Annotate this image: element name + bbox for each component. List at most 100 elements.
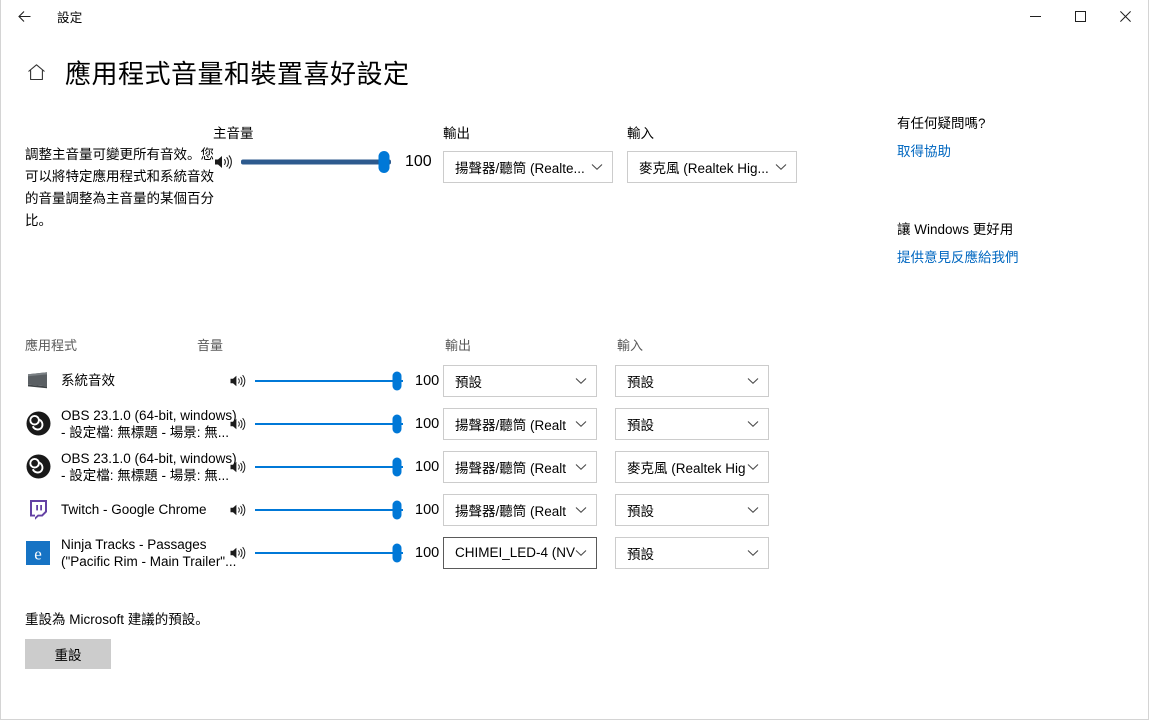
minimize-button[interactable] [1013,0,1058,32]
app-input-dropdown[interactable]: 預設 [615,364,769,397]
app-volume-control: 100 [229,457,443,477]
app-volume-slider[interactable] [255,543,403,563]
app-output-group: 揚聲器/聽筒 (Realt [443,407,597,440]
app-input-dropdown[interactable]: 麥克風 (Realtek Hig [615,450,769,483]
master-output-dropdown[interactable]: 揚聲器/聽筒 (Realte... [443,151,613,183]
slider-thumb[interactable] [392,371,402,390]
close-icon [1120,10,1131,22]
system-sounds-icon [25,368,51,394]
chevron-down-icon [775,163,787,171]
app-name-line1: 系統音效 [61,373,115,388]
app-volume-control: 100 [229,543,443,563]
titlebar: 設定 [1,0,1148,33]
home-icon[interactable] [23,59,49,85]
app-name: OBS 23.1.0 (64-bit, windows)- 設定檔: 無標題 -… [61,407,237,441]
master-input-group: 輸入 麥克風 (Realtek Hig... [627,122,797,183]
app-title: 設定 [57,11,83,25]
help-question-heading: 有任何疑問嗎? [897,116,986,131]
app-output-dropdown[interactable]: 預設 [443,364,597,397]
master-input-value: 麥克風 (Realtek Hig... [639,161,769,176]
app-volume-control: 100 [229,500,443,520]
app-row: e Ninja Tracks - Passages("Pacific Rim - … [1,531,801,574]
minimize-icon [1030,11,1041,22]
slider-track [255,422,403,425]
back-arrow-icon [16,8,33,25]
column-header-output: 輸出 [445,338,472,353]
app-output-group: 揚聲器/聽筒 (Realt [443,493,597,526]
master-output-group: 輸出 揚聲器/聽筒 (Realte... [443,122,613,183]
master-input-dropdown[interactable]: 麥克風 (Realtek Hig... [627,151,797,183]
app-name-line1: OBS 23.1.0 (64-bit, windows) [61,407,237,423]
app-identity: e Ninja Tracks - Passages("Pacific Rim - … [25,536,236,570]
master-volume-label: 主音量 [213,126,254,141]
chevron-down-icon [747,377,759,385]
app-output-dropdown[interactable]: 揚聲器/聽筒 (Realt [443,450,597,483]
chevron-down-icon [747,420,759,428]
back-button[interactable] [1,1,47,33]
chevron-down-icon [591,163,603,171]
close-button[interactable] [1103,0,1148,32]
app-name: Twitch - Google Chrome [61,501,207,518]
slider-thumb[interactable] [392,543,402,562]
app-input-group: 預設 [615,364,769,397]
app-output-value: 揚聲器/聽筒 (Realt [455,417,567,433]
app-input-value: 預設 [627,374,654,390]
app-output-dropdown[interactable]: 揚聲器/聽筒 (Realt [443,493,597,526]
master-input-label: 輸入 [627,126,654,141]
master-output-value: 揚聲器/聽筒 (Realte... [455,161,585,176]
slider-thumb[interactable] [392,414,402,433]
app-name-line2: ("Pacific Rim - Main Trailer"... [61,553,237,569]
speaker-icon [229,373,247,389]
app-name-line1: Twitch - Google Chrome [61,502,207,517]
app-name-line1: Ninja Tracks - Passages [61,536,207,552]
slider-thumb[interactable] [378,151,390,173]
chevron-down-icon [575,463,587,471]
app-volume-control: 100 [229,414,443,434]
edge-icon: e [25,540,51,566]
app-input-dropdown[interactable]: 預設 [615,407,769,440]
improve-windows-heading: 讓 Windows 更好用 [897,222,1014,237]
reset-section: 重設為 Microsoft 建議的預設。 重設 [25,608,209,669]
app-name-line2: - 設定檔: 無標題 - 場景: 無... [61,424,229,440]
app-output-group: CHIMEI_LED-4 (NV [443,536,597,569]
slider-thumb[interactable] [392,500,402,519]
app-output-group: 揚聲器/聽筒 (Realt [443,450,597,483]
app-input-dropdown[interactable]: 預設 [615,493,769,526]
slider-track [255,379,403,382]
speaker-icon [213,153,233,171]
speaker-icon [229,416,247,432]
column-header-input: 輸入 [617,338,644,353]
app-volume-value: 100 [415,458,440,475]
app-name: OBS 23.1.0 (64-bit, windows)- 設定檔: 無標題 -… [61,450,237,484]
app-identity: 系統音效 [25,368,225,394]
reset-button[interactable]: 重設 [25,639,111,669]
maximize-button[interactable] [1058,0,1103,32]
app-output-dropdown[interactable]: 揚聲器/聽筒 (Realt [443,407,597,440]
master-volume-slider[interactable] [241,151,391,173]
slider-thumb[interactable] [392,457,402,476]
app-row: OBS 23.1.0 (64-bit, windows)- 設定檔: 無標題 -… [1,402,801,445]
app-volume-slider[interactable] [255,371,403,391]
twitch-icon [25,497,51,523]
app-input-value: 麥克風 (Realtek Hig [627,460,746,476]
page-title: 應用程式音量和裝置喜好設定 [65,58,410,89]
app-list-header: 應用程式 音量 輸出 輸入 [1,335,801,359]
app-volume-slider[interactable] [255,457,403,477]
master-section: 調整主音量可變更所有音效。您可以將特定應用程式和系統音效的音量調整為主音量的某個… [1,122,1148,302]
give-feedback-link[interactable]: 提供意見反應給我們 [897,250,1019,265]
app-output-dropdown[interactable]: CHIMEI_LED-4 (NV [443,536,597,569]
app-volume-slider[interactable] [255,414,403,434]
app-input-value: 預設 [627,417,654,433]
app-name-line1: OBS 23.1.0 (64-bit, windows) [61,450,237,466]
app-identity: OBS 23.1.0 (64-bit, windows)- 設定檔: 無標題 -… [25,407,237,441]
get-help-link[interactable]: 取得協助 [897,144,951,159]
app-input-dropdown[interactable]: 預設 [615,536,769,569]
app-output-group: 預設 [443,364,597,397]
master-volume-group: 主音量 100 [213,122,435,173]
app-volume-slider[interactable] [255,500,403,520]
column-header-app: 應用程式 [25,338,78,353]
